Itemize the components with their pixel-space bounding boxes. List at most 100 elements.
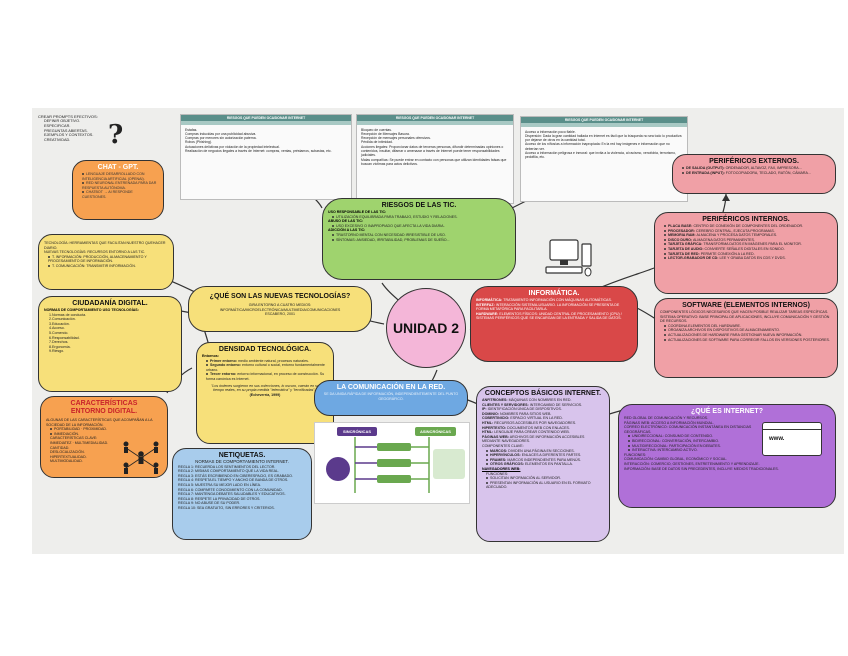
perif-int-text: CENTRO DE CONEXIÓN DE COMPONENTES DEL OR… (693, 224, 804, 228)
conceptos-nav-text: FUNCIONES: (486, 471, 509, 476)
conceptos-sub-text: ENLACES A DIFERENTES PARTES. (521, 453, 582, 458)
risk-card-2-item: Malas compañías: Se puede entrar en cont… (361, 157, 507, 166)
perif-int-title: PERIFÉRICOS INTERNOS. (702, 216, 790, 223)
perif-int-text: LEE Y GRABA DATOS EN CDS Y DVDS. (719, 256, 786, 261)
conceptos-sub-text: ELEMENTOS EN PANTALLA. (524, 462, 573, 467)
risk-card-3-item: Acceso a información poco fiable. (525, 129, 576, 134)
perif-int-item: TARJETA DE RED: PERMITE CONEXIÓN A LA RE… (655, 252, 837, 257)
internet-line: BIDIRECCIONAL: CONVERSACIÓN, INTERCAMBIO… (619, 439, 835, 444)
internet-line-text: BIDIRECCIONAL: CONVERSACIÓN, INTERCAMBIO… (632, 438, 720, 443)
bullet-icon (664, 234, 666, 237)
perif-ext-item: DE ENTRADA (INPUT): FOTOCOPIADORA, TECLA… (673, 171, 835, 176)
software-item: ACTUALIZACIONES DE HARDWARE PARA GESTION… (655, 333, 837, 338)
software-item: COORDINA ELEMENTOS DEL HARDWARE. (655, 324, 837, 329)
risk-card-2-item: Pérdida de intimidad. (361, 140, 393, 145)
densidad-item: Primer entorno: medio ambiente natural, … (197, 359, 333, 364)
perif-int-label: PROCESADOR: (668, 228, 695, 233)
informatica-line-text: ELEMENTOS FÍSICOS: UNIDAD CENTRAL DE PRO… (476, 311, 622, 321)
bullet-icon (628, 435, 630, 438)
perif-int-label: TARJETA DE AUDIO: (668, 246, 704, 251)
bullet-icon (48, 255, 50, 258)
netiquetas-rule: REGLA 4: RESPETA EL TIEMPO Y ANCHO DE BA… (178, 478, 289, 483)
chat-gpt-item: LENGUAJE DESARROLLADO CON INTELIGENCIA A… (73, 172, 163, 181)
conceptos-nav-text: SOLICITAN INFORMACIÓN AL SERVIDOR. (490, 476, 562, 481)
conceptos-sub-item: MARCOS: DIVIDEN UNA PÁGINA EN SECCIONES. (477, 449, 609, 454)
software-item: ORGANIZA ARCHIVOS EN DISPOSITIVOS DE ALM… (655, 328, 837, 333)
perif-int-item: DISCO DURO: ALMACENA DATOS PERMANENTES. (655, 238, 837, 243)
question-mark-icon: ? (108, 120, 124, 150)
tecnologia-item: T. INFORMACIÓN: PRODUCCIÓN, ALMACENAMIEN… (39, 255, 173, 264)
netiquetas-title: NETIQUETAS. (218, 452, 266, 459)
conceptos-sub-lead: COMPONENTES CLAVE: (482, 443, 524, 448)
risk-card-3-item: Acceso a información peligrosa e inmoral… (525, 151, 676, 160)
conceptos-sub-label: FRAMES: (490, 457, 507, 462)
informatica-line: INFORMÁTICA: TRATAMIENTO INFORMACIÓN CON… (471, 298, 637, 303)
conceptos-sub-label: OTROS GRÁFICOS: (490, 462, 524, 467)
risk-card-1-title: RIESGOS QUE PUEDEN OCASIONAR INTERNET (181, 115, 351, 121)
tecnologia-item-text: T. INFORMACIÓN: PRODUCCIÓN, ALMACENAMIEN… (48, 254, 147, 264)
browser-window-icon: www. (762, 422, 822, 456)
informatica-line: HARDWARE: ELEMENTOS FÍSICOS: UNIDAD CENT… (471, 312, 637, 321)
conceptos-sub-item: OTROS GRÁFICOS: ELEMENTOS EN PANTALLA. (477, 462, 609, 467)
netiquetas-rule: REGLA 1: RECUERDA LOS SENTIMIENTOS DEL L… (178, 464, 276, 469)
informatica-title: INFORMÁTICA. (528, 290, 580, 297)
people-network-icon (123, 441, 159, 474)
bullet-icon (664, 229, 666, 232)
bullet-icon (664, 257, 666, 260)
bullet-icon (486, 481, 488, 484)
chat-gpt-title: CHAT - GPT. (97, 164, 139, 171)
conceptos-nav-text: PRESENTAN INFORMACIÓN AL USUARIO EN EL F… (486, 480, 591, 490)
prompts-item: ESPECIFICAR. (44, 123, 71, 128)
perif-ext-label: DE SALIDA (OUTPUT): (686, 166, 725, 170)
software-line: COMPONENTES LÓGICOS NECESARIOS QUE HACEN… (660, 310, 829, 314)
bullet-icon (48, 265, 50, 268)
bullet-icon (664, 334, 666, 337)
caracteristicas-item: DESLOCALIZACIÓN. (41, 450, 167, 455)
prompts-item: CREATIVIDAD. (44, 138, 71, 143)
bullet-icon (664, 225, 666, 228)
conceptos-sub-item: FRAMES: MARCOS INDEPENDIENTES PARA MENÚS… (477, 458, 609, 463)
perif-int-item: LECTOR-GRABADOR DE CD: LEE Y GRABA DATOS… (655, 256, 837, 261)
conceptos-line-text: INTERCAMBIO DE SERVICIOS. (529, 402, 583, 407)
bullet-icon (486, 449, 488, 452)
software-node: SOFTWARE (ELEMENTOS INTERNOS) COMPONENTE… (654, 298, 838, 378)
conceptos-nav-item: SOLICITAN INFORMACIÓN AL SERVIDOR. (477, 476, 609, 481)
conceptos-line: HIPERTEXTO: DOCUMENTOS WEB CON ENLACES. (477, 426, 609, 431)
informatica-line-label: INTERFAZ: (476, 302, 495, 307)
bullet-icon (332, 215, 334, 218)
bullet-icon (82, 173, 84, 176)
chat-gpt-item-text: CHATBOT → AI RESPONDE CUESTIONES. (82, 190, 133, 199)
conceptos-sub-item: HIPERVÍNCULOS: ENLACES A DIFERENTES PART… (477, 453, 609, 458)
riesgos-item-text: UTILIZACIÓN EQUILIBRADA PARA TRABAJO, ES… (336, 214, 458, 219)
bullet-icon (664, 324, 666, 327)
ciudadania-item: 6.Responsabilidad. (49, 335, 80, 340)
caracteristicas-item: HIPERTEXTUALIDAD. (41, 455, 167, 460)
bullet-icon (664, 243, 666, 246)
tecnologia-node: TECNOLOGÍA: HERRAMIENTAS QUE FACILITAN N… (38, 234, 174, 290)
ciudadania-subtitle: NORMAS DE COMPORTAMIENTO USO TECNOLOGÍAS… (44, 308, 139, 312)
risk-card-3-item: Dispersión: Dada la gran cantidad hallad… (525, 133, 682, 143)
prompts-title: CREAR PROMPTS EFECTIVOS: (38, 114, 98, 119)
risk-card-2-item: Recepción de Mensajes Basura. (361, 131, 410, 136)
densidad-cite: (Echeverría, 1999) (249, 392, 281, 397)
perif-int-label: TARJETA GRÁFICA: (668, 242, 703, 247)
perif-int-text: PERMITE CONEXIÓN A LA RED. (700, 251, 755, 256)
conceptos-line-text: ESPACIO VIRTUAL EN LA RED. (510, 416, 563, 421)
software-title: SOFTWARE (ELEMENTOS INTERNOS) (682, 302, 810, 309)
perif-int-text: ALMACENA Y PROCESA DATOS TEMPORALES. (696, 233, 778, 238)
conceptos-line-label: PÁGINAS WEB: (482, 434, 509, 439)
conceptos-nav-lead: NAVEGADORES WEB: (482, 466, 521, 471)
risk-card-1-item: Realización de negocios ilegales a travé… (185, 149, 332, 154)
conceptos-line-label: HTML: (482, 430, 494, 435)
riesgos-item-text: USO EXCESIVO O INAPROPIADO QUE AFECTA LA… (336, 223, 445, 228)
chat-gpt-item-text: LENGUAJE DESARROLLADO CON INTELIGENCIA A… (82, 172, 145, 181)
caracteristicas-item: MULTIMODALIDAD. (41, 459, 167, 464)
conceptos-node: CONCEPTOS BÁSICOS INTERNET. ANFITRIONES:… (476, 386, 610, 542)
densidad-item: Tercer entorno: entorno informacional, e… (197, 372, 333, 381)
densidad-node: DENSIDAD TECNOLÓGICA. Entornos: Primer e… (196, 342, 334, 444)
perif-int-text: TRANSFORMA DATOS EN IMÁGENES PARA EL MON… (703, 242, 802, 247)
conceptos-line: HTML: LENGUAJE PARA CREAR CONTENIDO WEB. (477, 430, 609, 435)
riesgos-item: TRASTORNO MENTAL CON NECESIDAD IRRESISTI… (323, 233, 515, 238)
tecnologia-line: TECNOLOGÍA: HERRAMIENTAS QUE FACILITAN N… (44, 241, 166, 250)
perif-int-item: PROCESADOR: CEREBRO CENTRAL, EJECUTA PRO… (655, 229, 837, 234)
